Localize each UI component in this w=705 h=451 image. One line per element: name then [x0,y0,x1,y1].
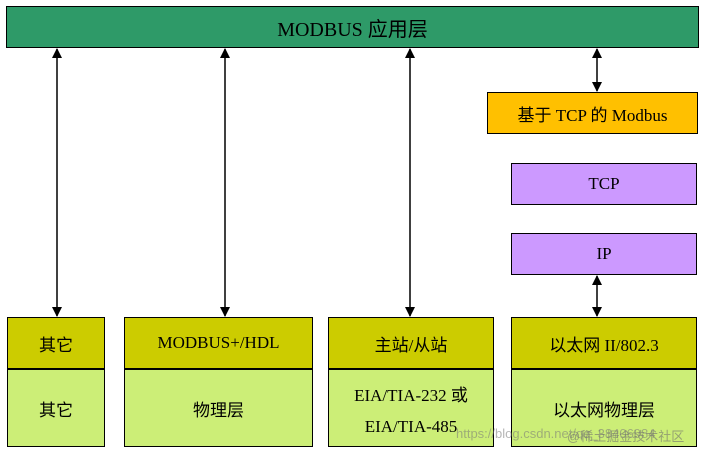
tcp-layer: TCP [511,163,697,205]
ethernet-link-layer: 以太网 II/802.3 [511,317,697,369]
watermark-url: https://blog.csdn.net/qq_38406984 [456,426,656,441]
modbus-application-layer: MODBUS 应用层 [6,6,699,48]
modbus-over-tcp-layer: 基于 TCP 的 Modbus [487,92,698,134]
ip-layer: IP [511,233,697,275]
serial-line-1: EIA/TIA-232 或 [354,386,468,405]
serial-physical-layer: EIA/TIA-232 或 EIA/TIA-485 [328,369,494,447]
other-link-layer: 其它 [7,317,105,369]
watermark-brand: @稀土掘金技术社区 [567,429,685,444]
physical-layer: 物理层 [124,369,313,447]
serial-line-2: EIA/TIA-485 [364,417,458,436]
modbus-plus-hdl-layer: MODBUS+/HDL [124,317,313,369]
ethernet-physical-layer: 以太网物理层 [511,369,697,447]
master-slave-layer: 主站/从站 [328,317,494,369]
other-physical-layer: 其它 [7,369,105,447]
